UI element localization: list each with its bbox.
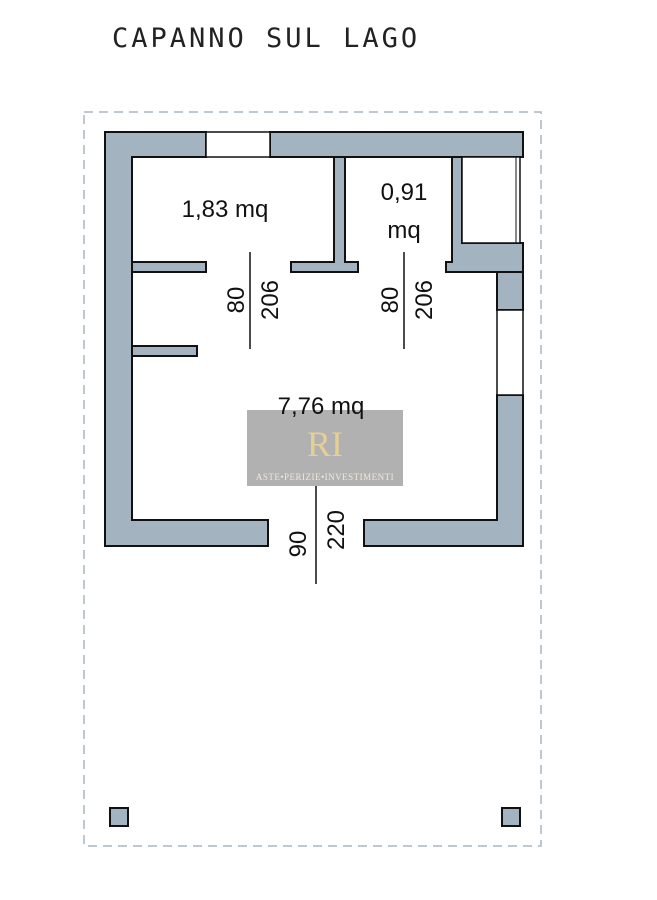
door-width: 80 (223, 287, 250, 314)
room-area-label: 0,91 (381, 179, 428, 206)
window-top (205, 131, 271, 158)
door-height: 220 (323, 510, 350, 550)
window-right (496, 309, 524, 396)
plan-title: CAPANNO SUL LAGO (112, 23, 420, 54)
room-area-label: 7,76 mq (278, 393, 365, 420)
room-area-label: mq (387, 217, 420, 244)
door-height: 206 (257, 280, 284, 320)
outer-wall (104, 131, 269, 547)
watermark-logo: RI (307, 424, 343, 464)
walls (104, 131, 524, 547)
partition-wall (131, 261, 207, 273)
door-height: 206 (411, 280, 438, 320)
outer-wall-top-right (269, 131, 524, 158)
lot-boundary (83, 111, 542, 847)
room-area-label: 1,83 mq (182, 196, 269, 223)
partition-stub (131, 345, 198, 357)
pillar (109, 807, 129, 827)
closet (461, 156, 521, 244)
door-width: 80 (377, 287, 404, 314)
watermark: RI ASTE•PERIZIE•INVESTIMENTI (247, 410, 403, 486)
pillar (501, 807, 521, 827)
partition-wall (290, 156, 359, 273)
watermark-background (247, 410, 403, 486)
watermark-text: ASTE•PERIZIE•INVESTIMENTI (256, 472, 394, 482)
door-width: 90 (285, 531, 312, 558)
